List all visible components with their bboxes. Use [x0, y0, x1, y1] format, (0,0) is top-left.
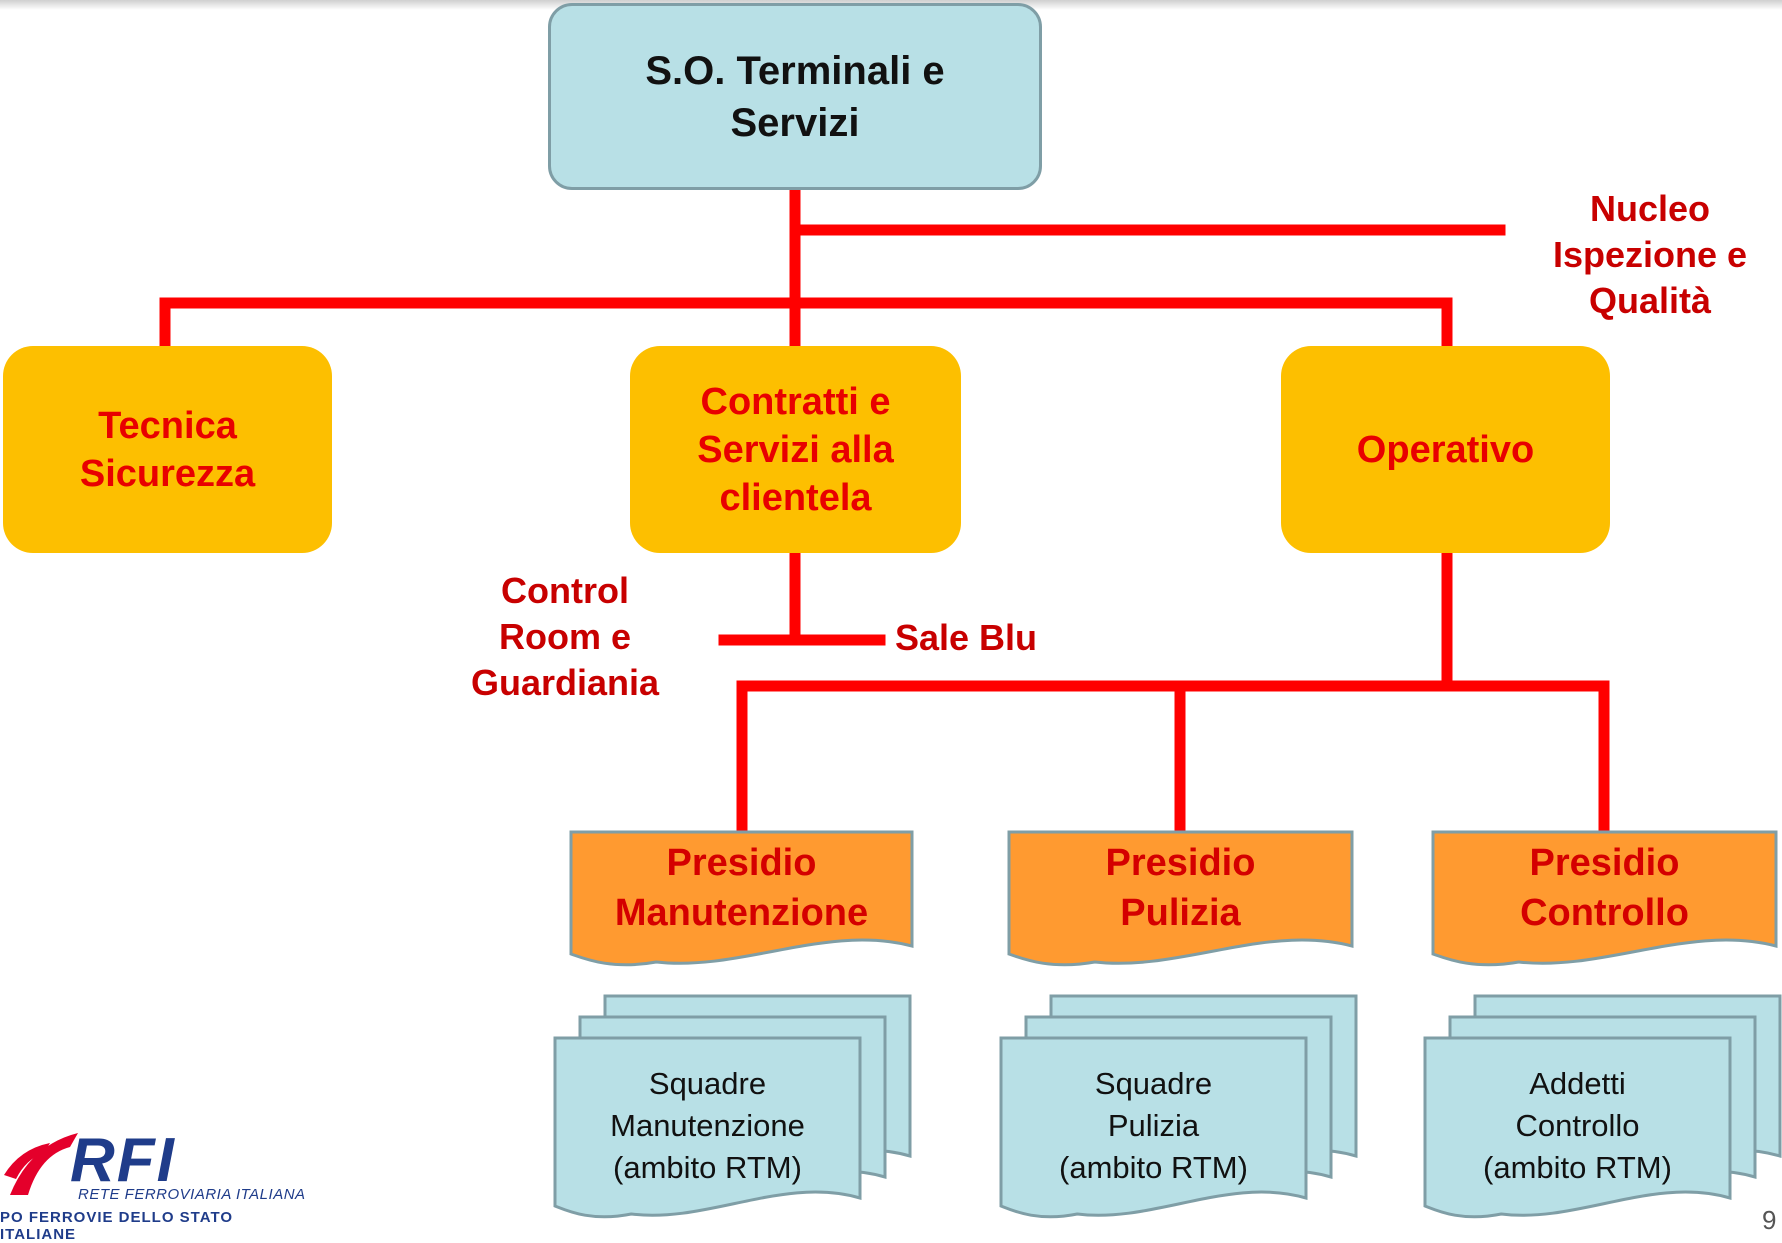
unit-box-tecnica-sicurezza: Tecnica Sicurezza: [3, 346, 332, 553]
team-squadre-manutenzione: Squadre Manutenzione (ambito RTM): [610, 1066, 805, 1185]
document-shapes: [553, 830, 1782, 1219]
connector-lines: [159, 184, 1610, 838]
unit-box-contratti-servizi: Contratti e Servizi alla clientela: [630, 346, 961, 553]
presidio-controllo: Presidio Controllo: [1520, 842, 1689, 934]
unit-box-operativo: Operativo: [1281, 346, 1610, 553]
logo-group-text: PO FERROVIE DELLO STATO ITALIANE: [0, 1209, 234, 1243]
page-number: 9: [1762, 1205, 1777, 1235]
team-stack-front-controllo: [1423, 1036, 1732, 1219]
logo-brand-text: RFI: [70, 1126, 176, 1195]
team-addetti-controllo: Addetti Controllo (ambito RTM): [1483, 1066, 1672, 1185]
rfi-logo: RFI RETE FERROVIARIA ITALIANA PO FERROVI…: [0, 1125, 310, 1243]
presidio-manutenzione-shape: [569, 830, 914, 967]
team-stack-front-manutenzione: [553, 1036, 862, 1219]
presidio-pulizia: Presidio Pulizia: [1105, 842, 1256, 934]
team-squadre-pulizia: Squadre Pulizia (ambito RTM): [1059, 1066, 1248, 1185]
root-box-so-terminali: S.O. Terminali e Servizi: [548, 3, 1042, 190]
presidio-pulizia-shape: [1007, 830, 1354, 967]
rfi-swoosh-icon: [4, 1133, 78, 1195]
team-stack-front-pulizia: [999, 1036, 1308, 1219]
label-nucleo-ispezione: Nucleo Ispezione e Qualità: [1552, 188, 1748, 321]
presidio-manutenzione: Presidio Manutenzione: [614, 842, 869, 934]
logo-tagline: RETE FERROVIARIA ITALIANA: [78, 1186, 306, 1203]
label-control-room: Control Room e Guardiania: [470, 570, 660, 703]
label-sale-blu: Sale Blu: [895, 617, 1038, 658]
presidio-controllo-shape: [1431, 830, 1778, 967]
